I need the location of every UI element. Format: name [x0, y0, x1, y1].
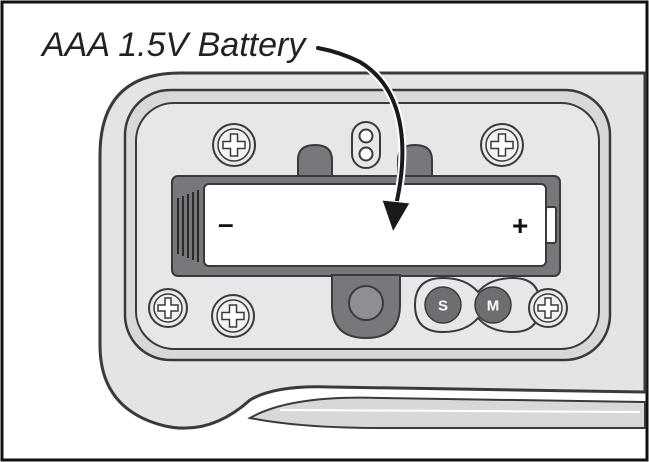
screw-icon	[212, 123, 256, 167]
handle-edge	[247, 396, 646, 429]
m-button-label: M	[487, 298, 500, 315]
battery-negative-symbol: –	[218, 208, 234, 239]
battery-positive-symbol: +	[512, 210, 528, 241]
curved-arrow-icon	[314, 44, 411, 234]
aaa-battery	[203, 183, 547, 267]
battery-positive-nub	[545, 206, 557, 244]
s-button-label: S	[438, 298, 448, 315]
s-button[interactable]: S	[424, 286, 462, 324]
battery-caption: AAA 1.5V Battery	[40, 26, 307, 64]
m-button[interactable]: M	[474, 286, 512, 324]
latch-button[interactable]	[348, 285, 384, 321]
screw-icon	[148, 288, 188, 328]
screw-icon	[211, 294, 255, 338]
spring-contact	[177, 190, 199, 262]
screw-icon	[528, 288, 568, 328]
handle-highlight	[279, 409, 641, 413]
vent-holes	[351, 121, 381, 169]
screw-icon	[480, 123, 524, 167]
slot-notch-left	[297, 143, 333, 179]
